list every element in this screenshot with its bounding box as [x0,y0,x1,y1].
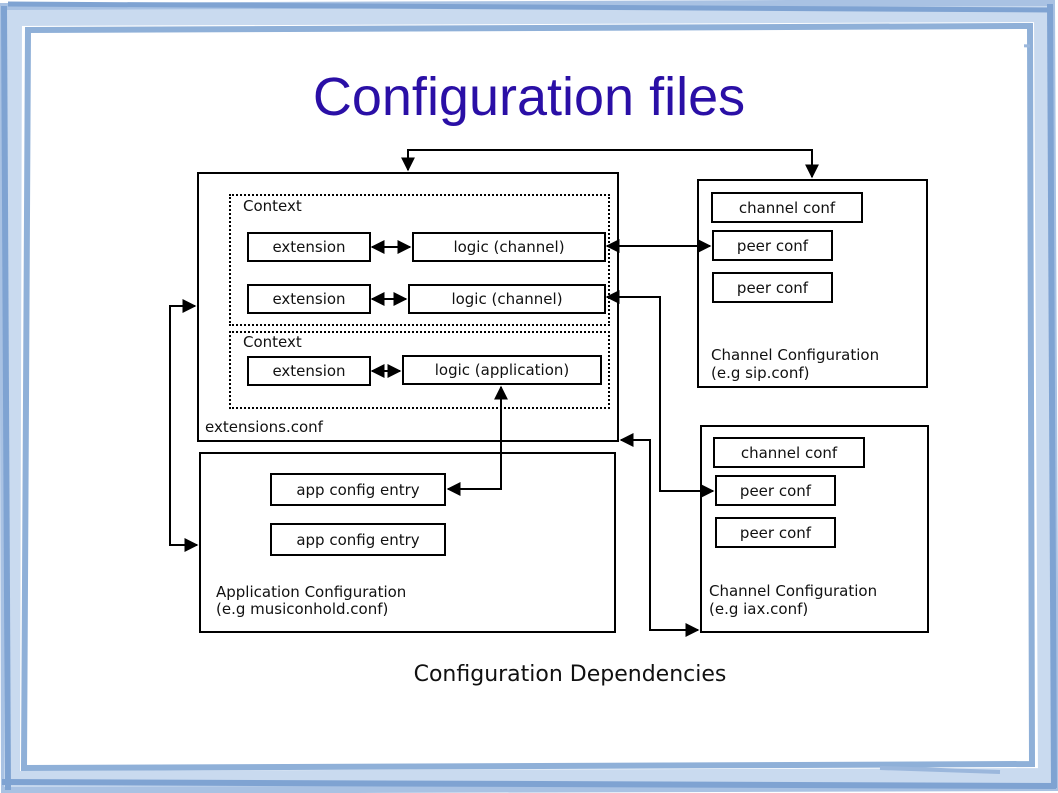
extension-box: extension [247,356,371,386]
channel-config-sip-example: (e.g sip.conf) [711,364,810,382]
peer-conf-box: peer conf [715,475,836,506]
peer-conf-box: peer conf [712,230,833,261]
application-config-example: (e.g musiconhold.conf) [216,600,389,618]
slide-title: Configuration files [312,67,746,127]
channel-config-sip-label: Channel Configuration [711,346,880,364]
extensions-conf-label: extensions.conf [205,418,323,436]
channel-conf-box: channel conf [711,192,863,223]
logic-application-box: logic (application) [402,355,602,385]
logic-channel-box: logic (channel) [412,232,606,262]
extension-box: extension [247,232,371,262]
channel-config-iax-label: Channel Configuration [709,582,878,600]
context-label-2: Context [243,333,302,351]
channel-config-iax-example: (e.g iax.conf) [709,600,809,618]
context-box-1 [229,194,610,326]
application-config-label: Application Configuration [216,583,407,601]
logic-channel-box: logic (channel) [408,284,606,314]
context-label-1: Context [243,197,302,215]
peer-conf-box: peer conf [712,272,833,303]
app-config-entry-box: app config entry [270,523,446,556]
app-config-entry-box: app config entry [270,473,446,506]
peer-conf-box: peer conf [715,517,836,548]
extension-box: extension [247,284,371,314]
diagram-caption: Configuration Dependencies [413,662,727,687]
